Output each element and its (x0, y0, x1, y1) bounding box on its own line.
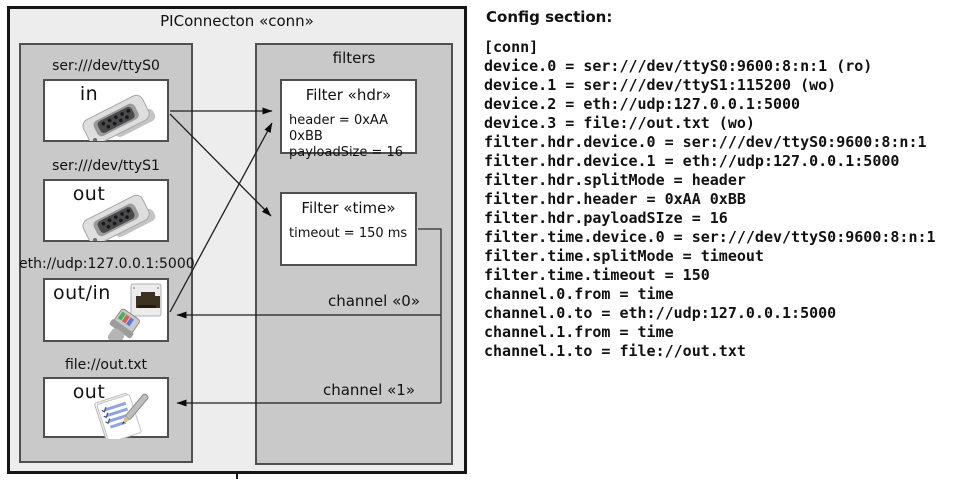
device-box-eth: out/in (43, 278, 169, 342)
device-box-ttys0: in (43, 79, 169, 142)
filter-time-properties: timeout = 150 ms (289, 226, 408, 241)
filter-box-hdr: Filter «hdr» header = 0xAA 0xBB payloadS… (280, 79, 417, 160)
channel-0-label: channel «0» (327, 292, 420, 310)
filter-box-time: Filter «time» timeout = 150 ms (280, 192, 417, 266)
diagram-title: PIConnecton «conn» (160, 12, 314, 30)
notepad-icon (94, 392, 149, 439)
serial-connector-icon (82, 194, 156, 241)
config-text: [conn] device.0 = ser:///dev/ttyS0:9600:… (484, 38, 936, 360)
ethernet-cable-icon (107, 283, 162, 340)
device-direction: out/in (53, 282, 111, 304)
filter-hdr-title: Filter «hdr» (305, 86, 392, 104)
device-direction: out (72, 381, 106, 403)
device-label-ttys0: ser:///dev/ttyS0 (52, 58, 160, 74)
device-label-ttys1: ser:///dev/ttyS1 (52, 158, 160, 174)
device-direction: in (79, 83, 99, 105)
channel-1-label: channel «1» (322, 381, 415, 399)
serial-connector-icon (82, 94, 156, 141)
filter-hdr-properties: header = 0xAA 0xBB payloadSize = 16 (289, 113, 404, 160)
device-box-ttys1: out (43, 179, 169, 242)
config-heading: Config section: (486, 8, 613, 26)
device-label-eth: eth://udp:127.0.0.1:5000 (19, 256, 195, 272)
device-box-file: out (43, 377, 169, 439)
filter-time-title: Filter «time» (301, 199, 396, 217)
device-label-file: file://out.txt (64, 357, 148, 373)
bottom-anchor-tick (236, 474, 238, 479)
filters-panel-title: filters (332, 49, 376, 67)
device-direction: out (72, 183, 106, 205)
